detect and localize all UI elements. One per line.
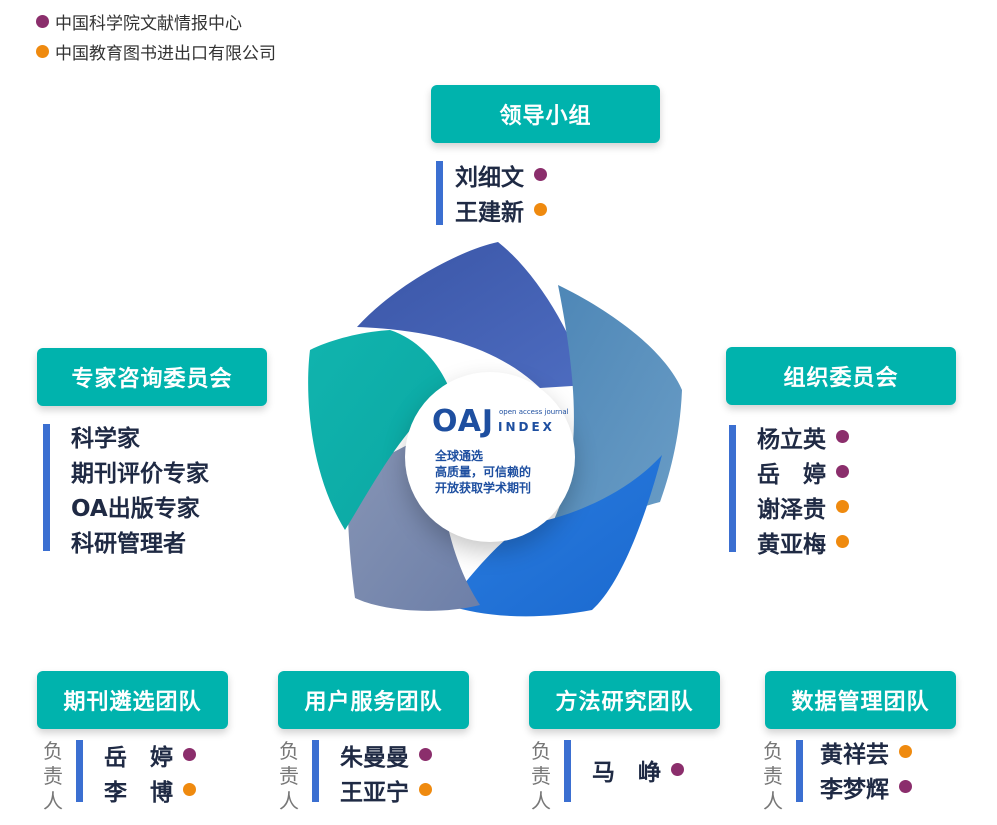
pinwheel-graphic xyxy=(308,242,682,617)
petal-bottom-left xyxy=(347,430,480,611)
member-row: 刘细文 xyxy=(455,157,547,192)
team-members: 黄祥芸 李梦辉 xyxy=(820,734,912,804)
member-row: 杨立英 xyxy=(757,419,849,454)
purple-dot-icon xyxy=(36,14,49,28)
legend-item: 中国科学院文献情报中心 xyxy=(36,6,276,36)
legend-label: 中国教育图书进出口有限公司 xyxy=(55,43,276,64)
orange-dot-icon xyxy=(419,783,432,796)
expert-members: 科学家 期刊评价专家 OA出版专家 科研管理者 xyxy=(71,418,209,558)
responsible-label: 负责人 xyxy=(763,739,783,813)
divider-bar xyxy=(796,740,803,802)
member-row: 期刊评价专家 xyxy=(71,460,209,487)
logo-subtitle: open access journal xyxy=(499,408,569,416)
oaj-logo: OAJ xyxy=(432,404,495,439)
responsible-label: 负责人 xyxy=(43,739,63,813)
member-name: 王建新 xyxy=(455,199,524,226)
member-row: 朱曼曼 xyxy=(340,737,432,772)
orange-dot-icon xyxy=(899,745,912,758)
purple-dot-icon xyxy=(836,430,849,443)
member-name: 岳 婷 xyxy=(757,461,826,488)
member-name: 李 博 xyxy=(104,779,173,806)
petal-top xyxy=(357,242,588,388)
team-selection-box: 期刊遴选团队 xyxy=(37,671,228,729)
divider-bar xyxy=(76,740,83,802)
slogan-line: 开放获取学术期刊 xyxy=(435,481,532,495)
legend-item: 中国教育图书进出口有限公司 xyxy=(36,36,276,66)
orange-dot-icon xyxy=(836,500,849,513)
orange-dot-icon xyxy=(183,783,196,796)
member-row: 岳 婷 xyxy=(757,454,849,489)
responsible-label: 负责人 xyxy=(531,739,551,813)
center-logo-circle: OAJ open access journal INDEX 全球通选 高质量，可… xyxy=(405,372,575,542)
petal-bottom-right xyxy=(448,455,662,617)
purple-dot-icon xyxy=(183,748,196,761)
purple-dot-icon xyxy=(419,748,432,761)
slogan-line: 全球通选 xyxy=(435,449,484,463)
orange-dot-icon xyxy=(836,535,849,548)
leadership-box: 领导小组 xyxy=(431,85,660,143)
member-row: 黄祥芸 xyxy=(820,734,912,769)
orange-dot-icon xyxy=(534,203,547,216)
slogan: 全球通选 高质量，可信赖的 开放获取学术期刊 xyxy=(435,448,531,496)
legend: 中国科学院文献情报中心 中国教育图书进出口有限公司 xyxy=(36,6,276,66)
member-name: 李梦辉 xyxy=(820,776,889,803)
orange-dot-icon xyxy=(36,44,49,58)
member-row: 王亚宁 xyxy=(340,772,432,807)
petal-left xyxy=(308,330,450,530)
member-row: OA出版专家 xyxy=(71,495,200,522)
member-name: 杨立英 xyxy=(757,426,826,453)
legend-label: 中国科学院文献情报中心 xyxy=(55,13,242,34)
team-data-management-box: 数据管理团队 xyxy=(765,671,956,729)
member-row: 谢泽贵 xyxy=(757,489,849,524)
member-row: 科研管理者 xyxy=(71,530,186,557)
divider-bar xyxy=(729,425,736,552)
member-name: 谢泽贵 xyxy=(757,496,826,523)
purple-dot-icon xyxy=(899,780,912,793)
member-row: 李 博 xyxy=(104,772,196,807)
member-name: 刘细文 xyxy=(455,164,524,191)
member-name: 马 峥 xyxy=(592,759,661,786)
team-members: 岳 婷 李 博 xyxy=(104,737,196,807)
leadership-members: 刘细文 王建新 xyxy=(455,157,547,227)
member-name: 王亚宁 xyxy=(340,779,409,806)
expert-committee-box: 专家咨询委员会 xyxy=(37,348,267,406)
team-members: 马 峥 xyxy=(592,752,684,787)
organizing-members: 杨立英 岳 婷 谢泽贵 黄亚梅 xyxy=(757,419,849,559)
team-method-research-box: 方法研究团队 xyxy=(529,671,720,729)
member-row: 岳 婷 xyxy=(104,737,196,772)
divider-bar xyxy=(436,161,443,225)
divider-bar xyxy=(43,424,50,551)
team-members: 朱曼曼 王亚宁 xyxy=(340,737,432,807)
divider-bar xyxy=(312,740,319,802)
member-row: 马 峥 xyxy=(592,752,684,787)
logo-index: INDEX xyxy=(498,420,555,434)
responsible-label: 负责人 xyxy=(279,739,299,813)
member-name: 朱曼曼 xyxy=(340,744,409,771)
member-row: 王建新 xyxy=(455,192,547,227)
divider-bar xyxy=(564,740,571,802)
member-name: 黄祥芸 xyxy=(820,741,889,768)
member-row: 黄亚梅 xyxy=(757,524,849,559)
member-name: 岳 婷 xyxy=(104,744,173,771)
purple-dot-icon xyxy=(836,465,849,478)
member-row: 李梦辉 xyxy=(820,769,912,804)
member-row: 科学家 xyxy=(71,425,140,452)
slogan-line: 高质量，可信赖的 xyxy=(435,465,532,479)
purple-dot-icon xyxy=(534,168,547,181)
purple-dot-icon xyxy=(671,763,684,776)
member-name: 黄亚梅 xyxy=(757,531,826,558)
team-user-service-box: 用户服务团队 xyxy=(278,671,469,729)
organizing-committee-box: 组织委员会 xyxy=(726,347,956,405)
